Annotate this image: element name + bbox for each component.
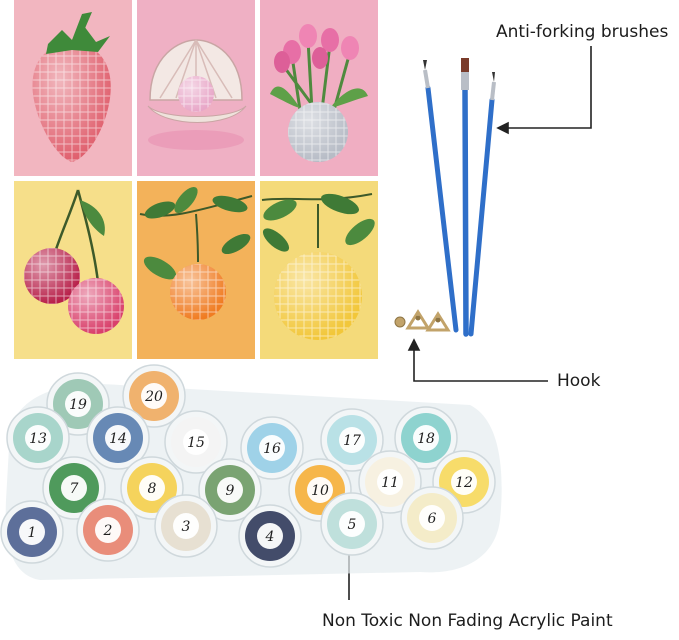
- painting-cherries: [14, 181, 132, 359]
- paint-pot-number: 16: [263, 441, 281, 457]
- paint-pot-number: 12: [455, 475, 473, 491]
- paint-pot-number: 18: [417, 431, 435, 447]
- painting-seashell: [137, 0, 255, 176]
- paint-pot-number: 1: [28, 525, 37, 541]
- hook-label: Hook: [557, 371, 601, 391]
- callout-brushes: [496, 46, 592, 135]
- paint-pot-number: 2: [103, 523, 113, 539]
- paint-pot-4: 4: [238, 504, 302, 568]
- callout-hook: [407, 338, 548, 382]
- paint-pot-number: 17: [343, 433, 361, 449]
- paint-pot-number: 19: [69, 397, 87, 413]
- paint-pot-number: 20: [144, 389, 163, 405]
- paint-pot-5: 5: [320, 492, 384, 556]
- paint-pot-number: 13: [29, 431, 47, 447]
- painting-lemon: [260, 181, 378, 359]
- painting-orange: [137, 181, 255, 359]
- paint-pot-number: 5: [348, 517, 357, 533]
- paint-pot-14: 14: [86, 406, 150, 470]
- paint-pot-6: 6: [400, 486, 464, 550]
- painting-grid: [14, 0, 378, 359]
- brush-set: [423, 58, 496, 337]
- brush-3: [468, 72, 496, 337]
- paint-pot-number: 4: [265, 529, 275, 545]
- paint-pot-2: 2: [76, 498, 140, 562]
- painting-strawberry: [14, 0, 132, 176]
- paint-pot-number: 6: [428, 511, 437, 527]
- painting-tulips: [260, 0, 378, 176]
- paint-pot-number: 11: [381, 475, 399, 491]
- paint-pot-20: 20: [122, 364, 186, 428]
- paint-pot-18: 18: [394, 406, 458, 470]
- brush-2: [461, 58, 469, 337]
- paint-pot-number: 9: [226, 483, 235, 499]
- paint-pot-7: 7: [42, 456, 106, 520]
- paint-pot-number: 15: [187, 435, 205, 451]
- paint-pot-17: 17: [320, 408, 384, 472]
- paint-pot-number: 10: [311, 483, 329, 499]
- paint-pot-number: 7: [70, 481, 79, 497]
- brushes-label: Anti-forking brushes: [496, 22, 669, 42]
- paint-pot-1: 1: [0, 500, 64, 564]
- hook-set: [394, 309, 451, 332]
- paint-pot-13: 13: [6, 406, 70, 470]
- paint-pot-16: 16: [240, 416, 304, 480]
- paint-label: Non Toxic Non Fading Acrylic Paint: [322, 611, 613, 631]
- paint-pot-3: 3: [154, 494, 218, 558]
- paint-pot-number: 8: [148, 481, 157, 497]
- paint-pot-15: 15: [164, 410, 228, 474]
- paint-pot-number: 3: [182, 519, 191, 535]
- paint-pot-9: 9: [198, 458, 262, 522]
- paint-pot-11: 11: [358, 450, 422, 514]
- paint-pot-number: 14: [109, 431, 127, 447]
- brush-1: [423, 60, 459, 333]
